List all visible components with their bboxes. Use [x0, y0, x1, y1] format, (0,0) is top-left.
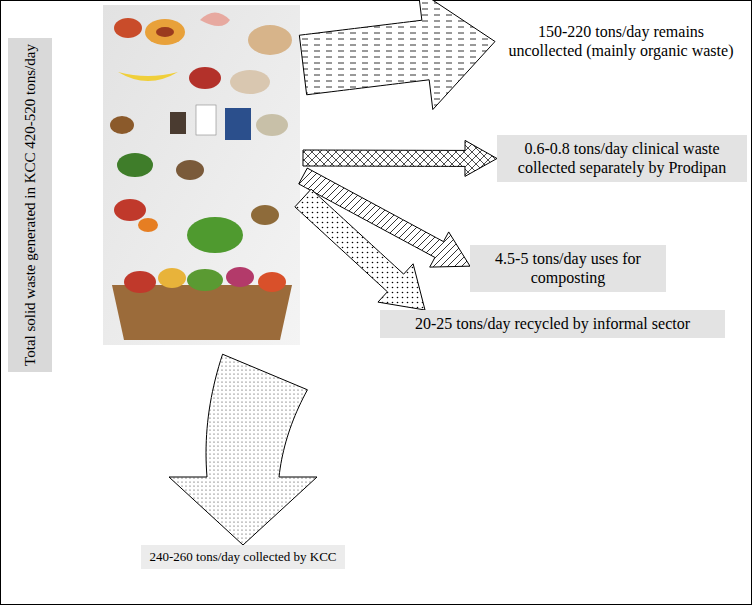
- flow-box: 20-25 tons/day recycled by informal sect…: [380, 310, 725, 338]
- cup: [170, 112, 186, 134]
- flowers: [226, 267, 254, 287]
- peel: [176, 160, 204, 180]
- peel: [251, 205, 279, 225]
- source-box: Total solid waste generated in KCC 420-5…: [8, 5, 303, 372]
- bread-crust: [110, 116, 134, 134]
- flow-box: 0.6-0.8 tons/day clinical waste collecte…: [497, 135, 747, 182]
- node-text: 240-260 tons/day collected by KCC: [147, 549, 339, 565]
- flow-label: 150-220 tons/day remains uncollected (ma…: [495, 18, 747, 65]
- recycle-arrow: [295, 189, 425, 310]
- shrimp: [200, 13, 230, 27]
- tomatoes: [124, 271, 156, 293]
- clinical-arrow: [303, 140, 497, 176]
- box: [225, 108, 251, 140]
- papaya-seeds: [156, 27, 174, 37]
- picture-ground: [103, 5, 300, 345]
- fruit: [158, 268, 186, 288]
- node-text: 0.6-0.8 tons/day clinical waste collecte…: [503, 139, 741, 177]
- basket: [112, 285, 292, 340]
- greens: [187, 269, 223, 291]
- bread: [248, 25, 292, 55]
- apple: [189, 67, 221, 89]
- lettuce: [187, 217, 243, 253]
- carton: [196, 105, 216, 135]
- node-text: 4.5-5 tons/day uses for composting: [476, 249, 660, 287]
- food-waste-picture: [103, 5, 300, 345]
- peppers: [258, 272, 286, 292]
- plate: [230, 70, 270, 94]
- flowers: [138, 218, 158, 232]
- uncollected-arrow: [299, 0, 495, 110]
- flow-box: 4.5-5 tons/day uses for composting: [470, 245, 666, 292]
- banana: [118, 72, 178, 81]
- node-text: 20-25 tons/day recycled by informal sect…: [386, 314, 719, 333]
- paper: [256, 114, 288, 136]
- fruit: [114, 18, 142, 38]
- node-text: Total solid waste generated in KCC 420-5…: [21, 44, 39, 366]
- flowers: [114, 199, 146, 221]
- papaya: [145, 19, 185, 45]
- collected-arrow: [169, 354, 317, 545]
- flow-box: 240-260 tons/day collected by KCC: [141, 545, 345, 569]
- leaves: [117, 153, 153, 177]
- node-text: 150-220 tons/day remains uncollected (ma…: [501, 22, 741, 60]
